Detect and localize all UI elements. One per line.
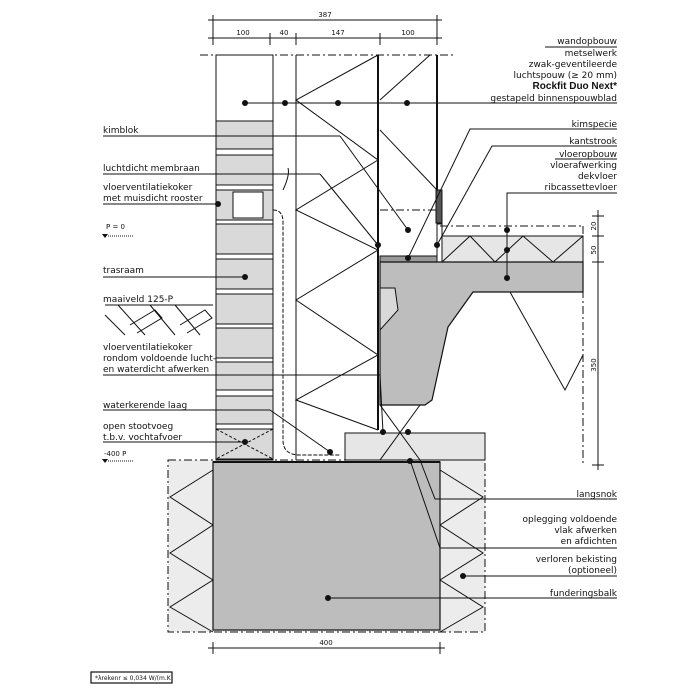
- label-vent-duct-3: en waterdicht afwerken: [103, 365, 209, 375]
- floor-build-up: [344, 225, 584, 465]
- dim-screed: 50: [590, 246, 598, 255]
- label-wall-heading: wandopbouw: [557, 37, 617, 47]
- label-vent-cover-2: met muisdicht rooster: [103, 194, 203, 204]
- inner-leaf: [379, 54, 443, 263]
- reference-dots: [215, 100, 510, 601]
- ground-hatch: [104, 304, 213, 336]
- label-vent-duct-1: vloerventilatiekoker: [103, 343, 193, 353]
- label-weep-1: open stootvoeg: [103, 422, 173, 432]
- dim-finish: 20: [590, 222, 598, 231]
- right-dimensions: 20 50 350: [590, 210, 604, 470]
- label-wall-insulation: Rockfit Duo Next*: [533, 81, 618, 92]
- label-screed: dekvloer: [578, 172, 617, 182]
- label-wall-cavity: zwak-geventileerde: [529, 60, 618, 70]
- label-funderingsbalk: funderingsbalk: [550, 589, 618, 599]
- dim-slab: 350: [590, 358, 598, 371]
- label-kantstrook: kantstrook: [569, 137, 618, 147]
- dim-inner-leaf: 100: [401, 29, 414, 37]
- label-floor-finish: vloerafwerking: [550, 161, 617, 171]
- label-bekisting-1: verloren bekisting: [536, 555, 617, 565]
- label-kimblok: kimblok: [103, 126, 139, 136]
- right-labels: wandopbouw metselwerk zwak-geventileerde…: [490, 37, 617, 599]
- dim-total: 387: [318, 11, 331, 19]
- label-oplegging-3: en afdichten: [561, 537, 617, 547]
- cavity-insulation: [294, 54, 380, 460]
- label-weep-2: t.b.v. vochtafvoer: [103, 433, 182, 443]
- label-oplegging-1: oplegging voldoende: [522, 515, 617, 525]
- label-rib-floor: ribcassettevloer: [545, 183, 618, 193]
- dim-foundation: 400: [319, 639, 332, 647]
- label-dpc: waterkerende laag: [103, 401, 187, 411]
- brick-wall: [215, 54, 274, 461]
- dim-insulation: 147: [331, 29, 344, 37]
- level-floor: P = 0: [106, 223, 125, 231]
- top-dimensions: 387 100 40 147 100: [208, 11, 442, 45]
- label-trasraam: trasraam: [103, 266, 144, 276]
- footnote: *λrekenr ≤ 0,034 W/(m.K): [95, 675, 173, 682]
- foundation-beam: [212, 461, 441, 631]
- label-wall-brick: metselwerk: [565, 49, 618, 59]
- level-foundation: -400 P: [104, 450, 126, 458]
- left-labels: kimblok luchtdicht membraan vloerventila…: [102, 126, 216, 463]
- dim-cavity: 40: [280, 29, 289, 37]
- label-floor-heading: vloeropbouw: [559, 150, 617, 160]
- label-kimspecie: kimspecie: [572, 120, 618, 130]
- label-ground: maaiveld 125-P: [103, 295, 174, 305]
- label-langsnok: langsnok: [576, 490, 617, 500]
- dim-brick: 100: [236, 29, 249, 37]
- label-bekisting-2: (optioneel): [568, 566, 617, 576]
- label-wall-cavity-2: luchtspouw (≥ 20 mm): [514, 71, 618, 81]
- label-vent-duct-2: rondom voldoende lucht-: [103, 354, 216, 364]
- label-oplegging-2: vlak afwerken: [554, 526, 617, 536]
- label-wall-inner: gestapeld binnenspouwblad: [490, 94, 617, 104]
- label-membrane: luchtdicht membraan: [103, 164, 200, 174]
- label-vent-cover-1: vloerventilatiekoker: [103, 183, 193, 193]
- leader-lines: [103, 102, 617, 599]
